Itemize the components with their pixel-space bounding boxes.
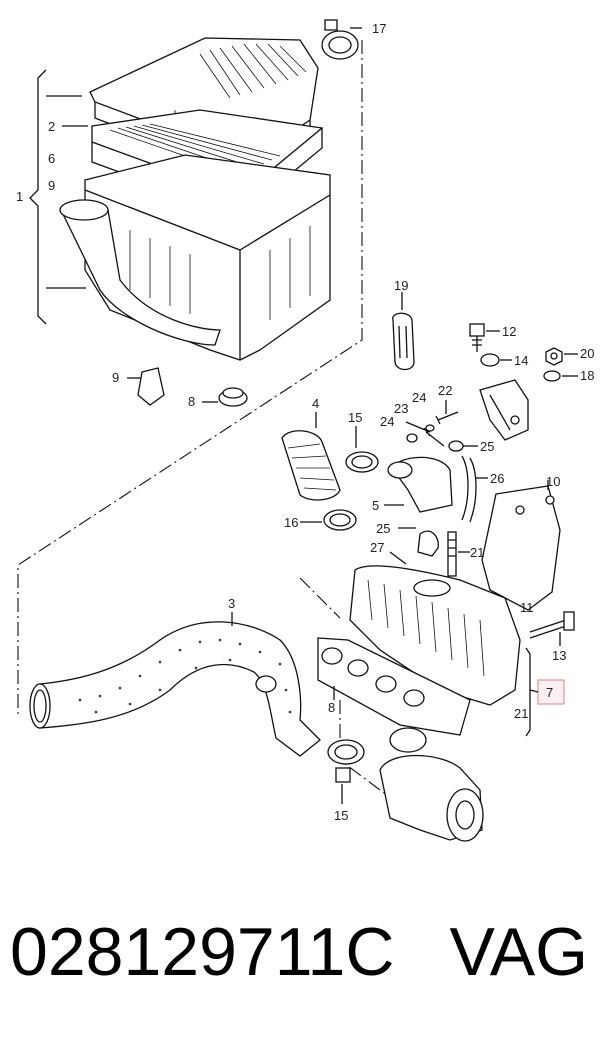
callout-17: 17: [372, 21, 386, 36]
callout-3: 3: [228, 596, 235, 611]
bracket-11: [479, 379, 529, 441]
callout-24a: 24: [412, 390, 426, 405]
callout-27: 27: [370, 540, 384, 555]
callout-4: 4: [312, 396, 319, 411]
clamp-15-lower: [327, 739, 365, 804]
callout-12: 12: [502, 324, 516, 339]
gasket-19: [392, 292, 415, 371]
clamp-15-upper: [345, 426, 379, 473]
callout-6: 6: [48, 151, 55, 166]
callout-20: 20: [580, 346, 594, 361]
bolt-12: [469, 323, 500, 352]
callout-11: 11: [520, 600, 534, 615]
callout-10: 10: [546, 474, 560, 489]
callout-8a: 8: [188, 394, 195, 409]
charge-pipe-3: [29, 612, 321, 757]
clamp-25-upper: [448, 440, 478, 452]
heat-shield-10: [481, 480, 561, 611]
callout-21b: 21: [514, 706, 528, 721]
callout-13: 13: [552, 648, 566, 663]
fitting-25-lower: [398, 527, 439, 557]
turbocharger: [379, 727, 484, 842]
callout-labels: 17 2 6 1 9 9 8 19 12 14 20 18 22 24 23 2…: [16, 21, 594, 823]
bolt-13: [529, 611, 575, 646]
grommet-8: [202, 387, 248, 407]
callout-26: 26: [490, 471, 504, 486]
manifold-gasket-8: [317, 637, 471, 736]
callout-21a: 21: [470, 545, 484, 560]
callout-14: 14: [514, 353, 528, 368]
callout-9b: 9: [112, 370, 119, 385]
hose-clamp-17: [321, 19, 362, 60]
callout-7: 7: [546, 685, 553, 700]
callout-25b: 25: [376, 521, 390, 536]
elbow-5: [384, 455, 488, 523]
hose-4: [281, 412, 341, 501]
callout-15b: 15: [334, 808, 348, 823]
callout-18: 18: [580, 368, 594, 383]
callout-8b: 8: [328, 700, 335, 715]
nut-20: [545, 347, 578, 366]
callout-1: 1: [16, 189, 23, 204]
callout-19: 19: [394, 278, 408, 293]
callout-9a: 9: [48, 178, 55, 193]
washer-18: [543, 370, 578, 382]
washer-14: [480, 353, 512, 367]
callout-23: 23: [394, 401, 408, 416]
callout-5: 5: [372, 498, 379, 513]
air-filter-housing: [29, 37, 331, 361]
stud-21-upper: [447, 531, 470, 577]
callout-22: 22: [438, 383, 452, 398]
callout-2: 2: [48, 119, 55, 134]
bolts-22-24: [405, 400, 459, 447]
callout-16: 16: [284, 515, 298, 530]
callout-24b: 24: [380, 414, 394, 429]
part-number: 028129711C: [10, 914, 395, 990]
brand-name: VAG: [449, 914, 588, 990]
grommet-9: [127, 367, 165, 406]
callout-15a: 15: [348, 410, 362, 425]
callout-25a: 25: [480, 439, 494, 454]
clamp-16: [300, 509, 357, 531]
intake-manifold: [349, 551, 521, 706]
parts-exploded-diagram: 17 2 6 1 9 9 8 19 12 14 20 18 22 24 23 2…: [16, 19, 594, 842]
